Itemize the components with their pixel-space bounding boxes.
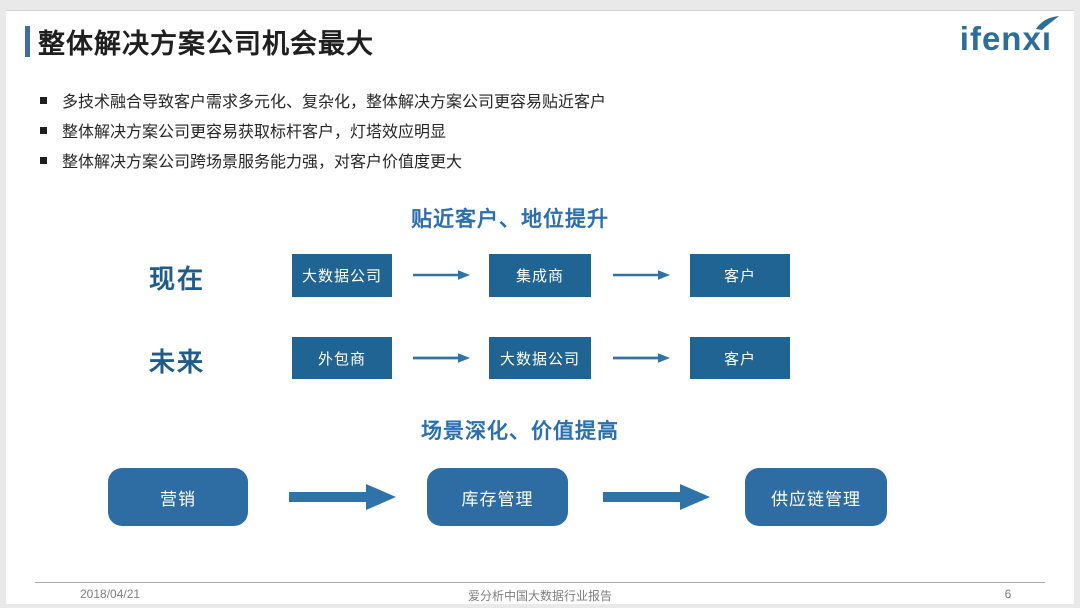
bullet-text: 多技术融合导致客户需求多元化、复杂化，整体解决方案公司更容易贴近客户 (62, 94, 607, 111)
footer-report-title: 爱分析中国大数据行业报告 (467, 589, 612, 603)
slide-margin-left (0, 0, 6, 608)
bullet-list: 多技术融合导致客户需求多元化、复杂化，整体解决方案公司更容易贴近客户 整体解决方… (40, 85, 1000, 175)
footer-page-number: 6 (1004, 587, 1012, 601)
flow-node: 大数据公司 (292, 254, 392, 297)
arrow-right-icon (613, 353, 670, 363)
footer-date: 2018/04/21 (80, 587, 141, 601)
bullet-text: 整体解决方案公司更容易获取标杆客户，灯塔效应明显 (62, 124, 447, 141)
footer-divider (35, 582, 1045, 583)
flow-node: 大数据公司 (489, 337, 591, 379)
arrow-right-icon (413, 270, 470, 280)
list-item: 整体解决方案公司跨场景服务能力强，对客户价值度更大 (40, 145, 1000, 175)
bullet-text: 整体解决方案公司跨场景服务能力强，对客户价值度更大 (62, 154, 463, 171)
scene-node: 供应链管理 (745, 468, 887, 526)
scene-node: 营销 (108, 468, 248, 526)
flow-section-heading: 贴近客户、地位提升 (411, 208, 609, 231)
list-item: 整体解决方案公司更容易获取标杆客户，灯塔效应明显 (40, 115, 1000, 145)
block-arrow-right-icon (603, 484, 710, 510)
row-label-now: 现在 (148, 264, 205, 294)
flow-node: 客户 (690, 337, 790, 379)
slide-margin-bottom (0, 604, 1080, 608)
arrow-right-icon (613, 270, 670, 280)
block-arrow-right-icon (289, 484, 396, 510)
ifenxi-logo: ifenxı (959, 16, 1059, 58)
logo-text: ifenx (959, 20, 1042, 57)
bullet-square-icon (40, 156, 47, 164)
row-label-future: 未来 (148, 347, 205, 377)
bullet-square-icon (40, 126, 47, 134)
flow-node: 外包商 (292, 337, 392, 379)
slide-margin-top (0, 0, 1080, 11)
list-item: 多技术融合导致客户需求多元化、复杂化，整体解决方案公司更容易贴近客户 (40, 85, 1000, 115)
title-accent-bar (25, 26, 30, 57)
slide-margin-right (1074, 0, 1080, 608)
flow-node: 客户 (690, 254, 790, 297)
bullet-square-icon (40, 96, 47, 104)
flow-node: 集成商 (489, 254, 591, 297)
scene-section-heading: 场景深化、价值提高 (421, 420, 619, 443)
scene-node: 库存管理 (427, 468, 568, 526)
logo-swoosh-icon (1036, 16, 1059, 30)
arrow-right-icon (413, 353, 470, 363)
logo-text-last-i: ı (1041, 20, 1052, 57)
page-title: 整体解决方案公司机会最大 (38, 29, 374, 59)
